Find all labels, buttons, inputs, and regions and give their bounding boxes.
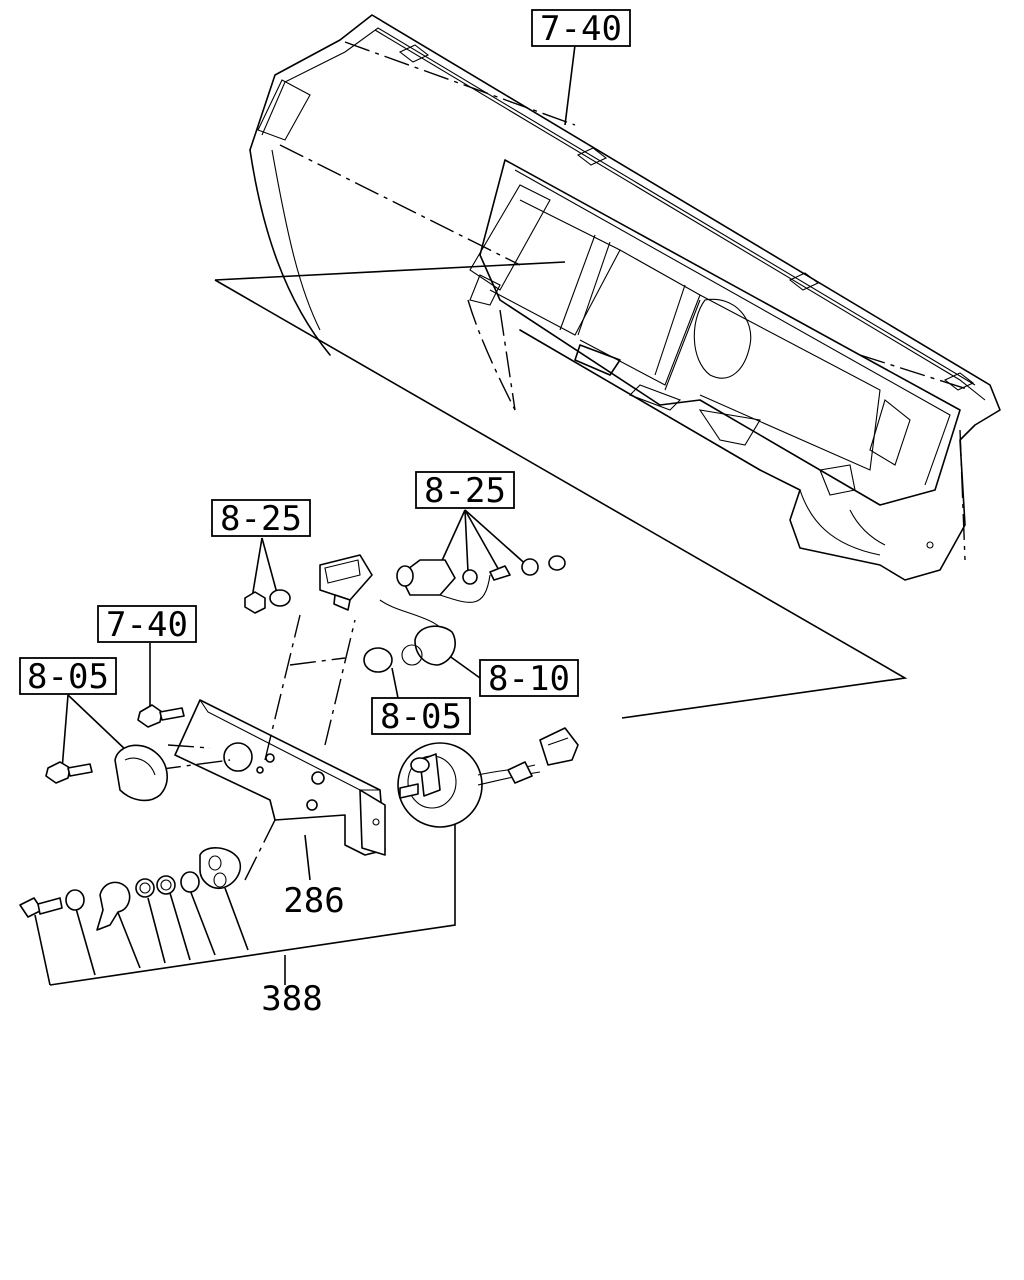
connector-block [319, 554, 373, 611]
mounting-bracket-286 [154, 614, 386, 881]
callout-8-10-text: 8-10 [488, 659, 570, 699]
callout-8-25-left: 8-25 [211, 499, 311, 539]
callout-8-05-mid-text: 8-05 [380, 697, 462, 737]
callout-7-40-left: 7-40 [97, 605, 197, 645]
callout-7-40-top: 7-40 [531, 9, 631, 49]
small-parts [19, 554, 579, 931]
callout-8-25-right: 8-25 [415, 471, 515, 511]
bolt-lower [45, 761, 93, 784]
switch-hardware [19, 847, 242, 931]
part-number-388: 388 [261, 979, 322, 1019]
part-number-286: 286 [283, 881, 344, 921]
callout-8-05-left: 8-05 [19, 657, 117, 697]
horn [397, 727, 579, 828]
assembly-guide-lines [214, 261, 908, 719]
callout-7-40-left-text: 7-40 [106, 605, 188, 645]
callout-8-10: 8-10 [479, 659, 579, 699]
instrument-panel [249, 14, 1001, 581]
indicator-assembly [363, 555, 566, 673]
callout-8-25-right-text: 8-25 [424, 471, 506, 511]
callout-8-05-mid: 8-05 [371, 697, 471, 737]
callout-8-05-left-text: 8-05 [27, 657, 109, 697]
callout-8-25-left-text: 8-25 [220, 499, 302, 539]
lamp-socket [114, 744, 168, 802]
callout-7-40-top-text: 7-40 [540, 9, 622, 49]
leader-lines [34, 44, 576, 986]
bolt-upper [137, 704, 185, 728]
